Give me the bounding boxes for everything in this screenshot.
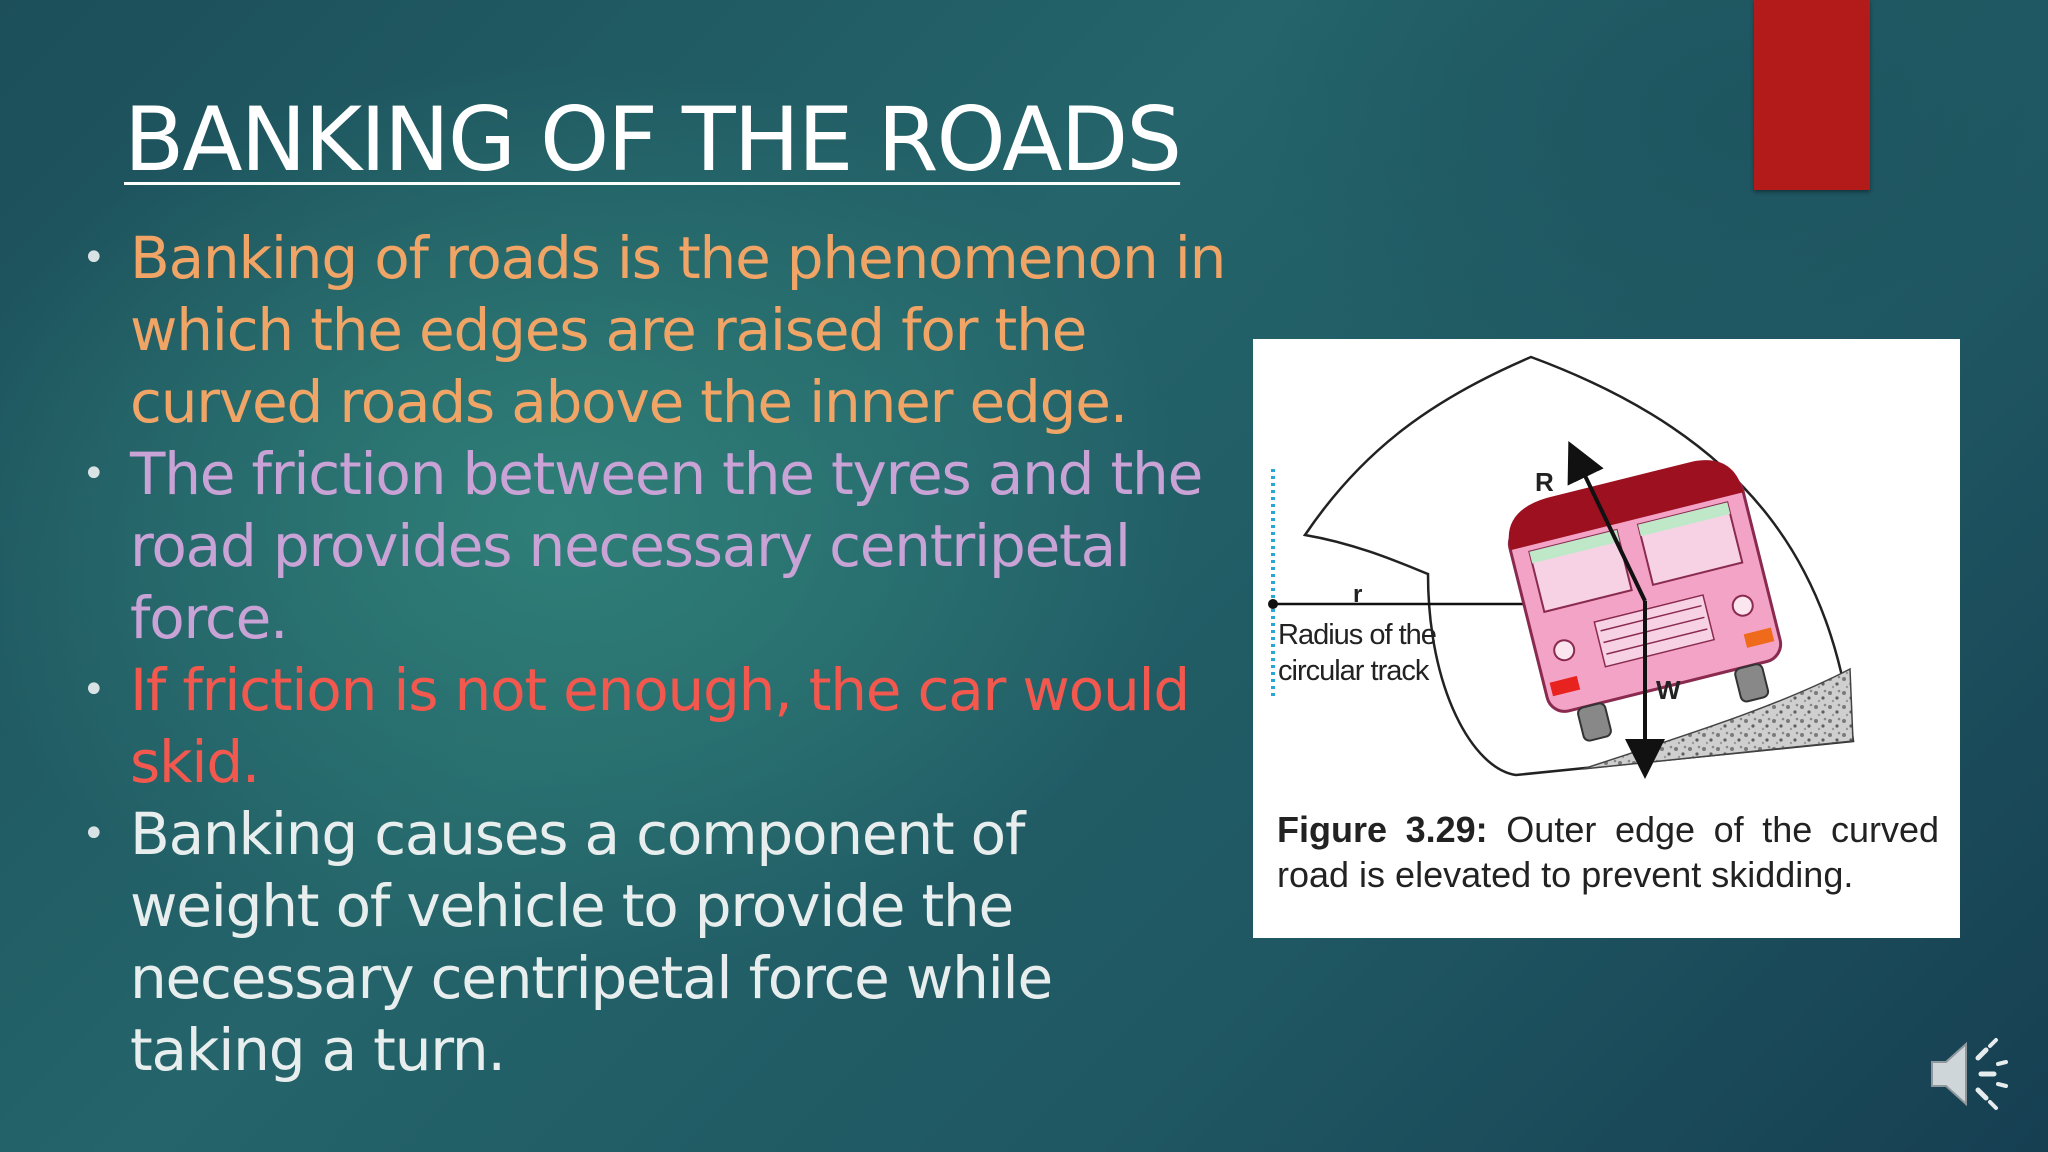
bullet-item-3: • If friction is not enough, the car wou…	[78, 654, 1228, 798]
bullet-marker: •	[82, 667, 106, 713]
bullet-marker: •	[82, 811, 106, 857]
bullet-list: • Banking of roads is the phenomenon in …	[78, 222, 1228, 1086]
bus-icon	[1507, 460, 1783, 742]
bullet-text-2: The friction between the tyres and the r…	[130, 440, 1203, 652]
radius-label-line-2: circular track	[1278, 655, 1429, 687]
slide-title: BANKING OF THE ROADS	[124, 88, 1182, 191]
bullet-item-4: • Banking causes a component of weight o…	[78, 798, 1228, 1086]
radius-label-line-1: Radius of the	[1278, 619, 1437, 651]
bullet-item-2: • The friction between the tyres and the…	[78, 438, 1228, 654]
bullet-marker: •	[82, 235, 106, 281]
figure-caption: Figure 3.29: Outer edge of the curved ro…	[1277, 807, 1939, 897]
bullet-text-3: If friction is not enough, the car would…	[130, 656, 1190, 796]
speaker-icon[interactable]	[1926, 1034, 2010, 1114]
speaker-icon-glyph	[1931, 1038, 2008, 1110]
red-accent-block	[1754, 0, 1870, 190]
bullet-text-4: Banking causes a component of weight of …	[130, 800, 1053, 1084]
figure-caption-text: Outer edge of the curved road is elevate…	[1277, 809, 1939, 895]
bullet-text-1: Banking of roads is the phenomenon in wh…	[130, 224, 1226, 436]
banked-road-figure: R r W Radius of the circular track Figur…	[1253, 339, 1960, 938]
label-reaction-R: R	[1535, 467, 1554, 497]
bullet-item-1: • Banking of roads is the phenomenon in …	[78, 222, 1228, 438]
figure-caption-label: Figure 3.29:	[1277, 809, 1488, 850]
road-embankment	[1582, 667, 1854, 770]
banked-road-diagram	[1268, 355, 1855, 779]
reaction-vector	[1567, 440, 1647, 602]
label-weight-W: W	[1656, 675, 1681, 705]
bullet-marker: •	[82, 451, 106, 497]
label-radius-r: r	[1353, 581, 1363, 608]
